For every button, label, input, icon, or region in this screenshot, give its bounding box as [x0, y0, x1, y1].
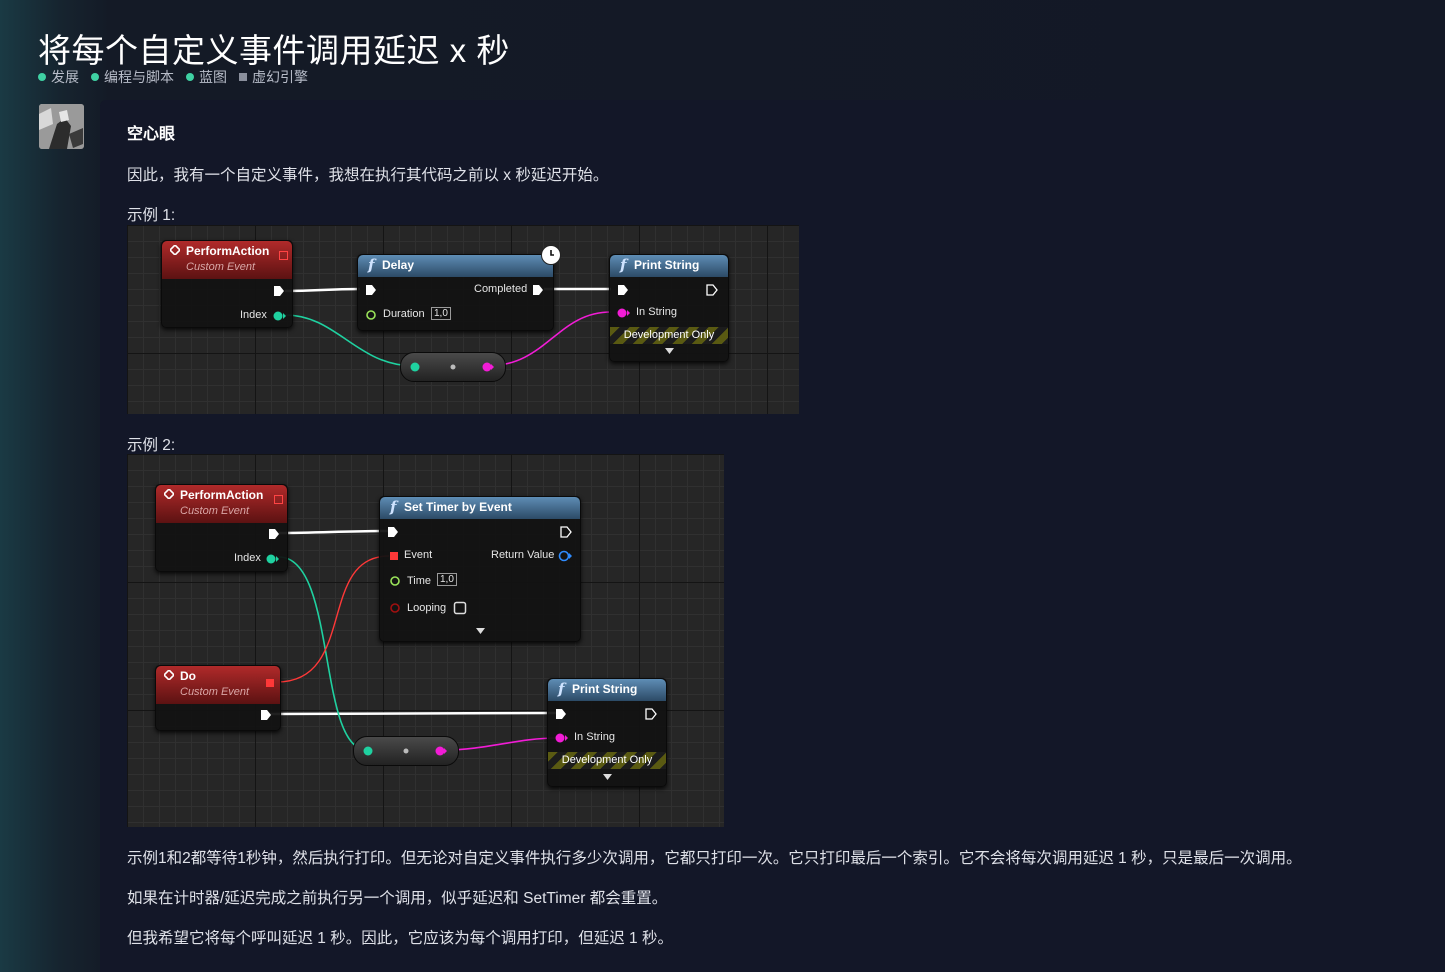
duration-input[interactable]: 1,0 [431, 307, 451, 320]
delegate-pin[interactable] [279, 251, 288, 260]
return-value-pin[interactable] [558, 550, 572, 562]
expand-arrow-icon[interactable] [665, 347, 675, 355]
exec-out-pin[interactable] [268, 528, 280, 540]
custom-event-icon [170, 245, 180, 255]
exec-in-pin[interactable] [365, 284, 377, 296]
index-out-pin[interactable] [273, 310, 287, 322]
author-name[interactable]: 空心眼 [127, 126, 176, 143]
blueprint-example-2: PerformAction Custom Event Index f Set T… [127, 454, 724, 827]
wires [266, 529, 558, 751]
time-pin[interactable] [389, 575, 401, 587]
conversion-dot-icon [403, 748, 409, 754]
string-out-pin[interactable] [434, 745, 448, 757]
delegate-out-pin[interactable] [265, 678, 275, 688]
tag-programming[interactable]: 编程与脚本 [91, 67, 174, 87]
perform-action-node[interactable]: PerformAction Custom Event Index [155, 484, 288, 572]
avatar[interactable] [39, 104, 84, 149]
looping-checkbox[interactable] [453, 601, 467, 615]
tag-dot-icon [186, 73, 194, 81]
exec-out-pin[interactable] [645, 708, 657, 720]
to-string-conversion-node[interactable] [400, 352, 506, 382]
exec-out-pin[interactable] [560, 526, 572, 538]
function-icon: f [368, 256, 375, 274]
time-input[interactable]: 1,0 [437, 573, 457, 586]
print-string-node[interactable]: f Print String In String Development Onl… [609, 254, 729, 362]
custom-event-icon [164, 489, 174, 499]
example1-label: 示例 1: [127, 207, 176, 224]
event-delegate-pin[interactable] [389, 551, 399, 561]
perform-action-node[interactable]: PerformAction Custom Event Index [161, 240, 293, 328]
exec-in-pin[interactable] [555, 708, 567, 720]
duration-pin[interactable] [365, 309, 377, 321]
blueprint-example-1: PerformAction Custom Event Index f Delay… [127, 225, 799, 414]
post-intro: 因此，我有一个自定义事件，我想在执行其代码之前以 x 秒延迟开始。 [127, 167, 609, 184]
expand-arrow-icon[interactable] [476, 627, 486, 635]
looping-pin[interactable] [389, 602, 401, 614]
tag-list: 发展 编程与脚本 蓝图 虚幻引擎 [38, 67, 308, 87]
tag-square-icon [239, 73, 247, 81]
page-title: 将每个自定义事件调用延迟 x 秒 [38, 32, 510, 69]
to-string-conversion-node[interactable] [353, 736, 459, 766]
tag-development[interactable]: 发展 [38, 67, 79, 87]
post-paragraph-3: 但我希望它将每个呼叫延迟 1 秒。因此，它应该为每个调用打印，但延迟 1 秒。 [127, 930, 673, 947]
in-string-pin[interactable] [617, 307, 631, 319]
completed-exec-pin[interactable] [532, 284, 544, 296]
set-timer-by-event-node[interactable]: f Set Timer by Event Event Return Value … [379, 496, 581, 642]
exec-out-pin[interactable] [706, 284, 718, 296]
tag-dot-icon [91, 73, 99, 81]
exec-in-pin[interactable] [617, 284, 629, 296]
development-only-banner: Development Only [610, 327, 728, 344]
string-out-pin[interactable] [481, 361, 495, 373]
conversion-dot-icon [450, 364, 456, 370]
function-icon: f [620, 256, 627, 274]
int-in-pin[interactable] [362, 745, 376, 757]
function-icon: f [558, 680, 565, 698]
delegate-pin[interactable] [274, 495, 283, 504]
expand-arrow-icon[interactable] [603, 773, 613, 781]
int-in-pin[interactable] [409, 361, 423, 373]
post-paragraph-2: 如果在计时器/延迟完成之前执行另一个调用，似乎延迟和 SetTimer 都会重置… [127, 890, 668, 907]
exec-in-pin[interactable] [387, 526, 399, 538]
exec-out-pin[interactable] [273, 285, 285, 297]
example2-label: 示例 2: [127, 437, 176, 454]
tag-dot-icon [38, 73, 46, 81]
tag-blueprint[interactable]: 蓝图 [186, 67, 227, 87]
post-paragraph-1: 示例1和2都等待1秒钟，然后执行打印。但无论对自定义事件执行多少次调用，它都只打… [127, 850, 1302, 867]
development-only-banner: Development Only [548, 752, 666, 769]
function-icon: f [390, 498, 397, 516]
tag-unreal-engine[interactable]: 虚幻引擎 [239, 67, 308, 87]
in-string-pin[interactable] [555, 732, 569, 744]
custom-event-icon [164, 670, 174, 680]
delay-node[interactable]: f Delay Completed Duration 1,0 [357, 254, 554, 331]
print-string-node[interactable]: f Print String In String Development Onl… [547, 678, 667, 787]
exec-out-pin[interactable] [260, 709, 272, 721]
index-out-pin[interactable] [266, 553, 280, 565]
latent-clock-icon [541, 245, 561, 265]
do-event-node[interactable]: Do Custom Event [155, 665, 281, 731]
